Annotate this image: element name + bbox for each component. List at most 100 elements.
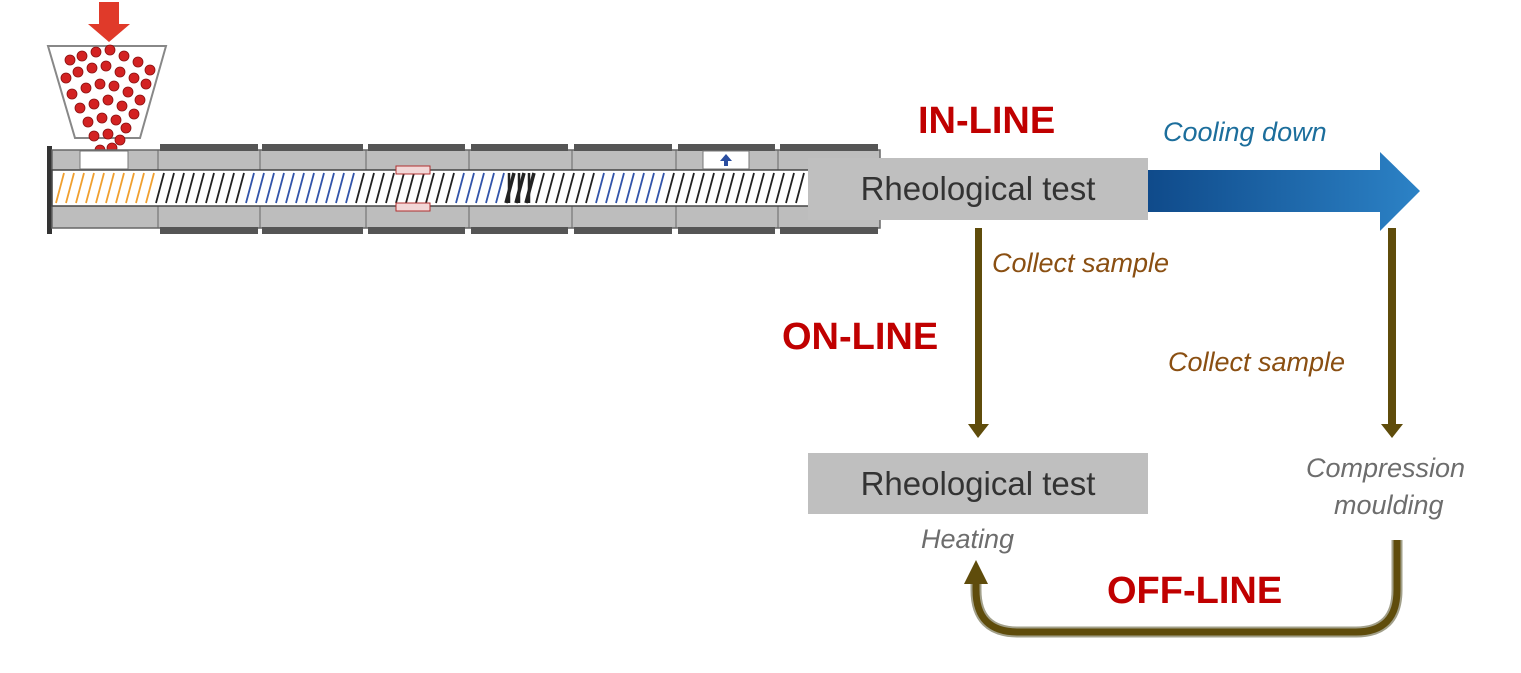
screw-flight xyxy=(755,172,765,204)
barrel-plate xyxy=(471,227,568,234)
pellet xyxy=(108,80,120,92)
screw-flight xyxy=(685,172,695,204)
screw-flight xyxy=(265,172,275,204)
pellet xyxy=(104,44,116,56)
pellet xyxy=(80,82,92,94)
pellet xyxy=(116,100,128,112)
screw-flight xyxy=(195,172,205,204)
pellet xyxy=(88,98,100,110)
barrel-plate xyxy=(780,144,878,151)
feed-arrow-icon xyxy=(88,2,130,42)
barrel-plate xyxy=(368,144,465,151)
screw-flight xyxy=(595,172,605,204)
screw-flight xyxy=(185,172,195,204)
screw-flight xyxy=(75,172,85,204)
screw-flight xyxy=(435,172,445,204)
pellet xyxy=(118,50,130,62)
pellet xyxy=(72,66,84,78)
screw-flight xyxy=(215,172,225,204)
barrel-plate xyxy=(678,144,775,151)
pellet xyxy=(122,86,134,98)
pellet xyxy=(82,116,94,128)
screw-flight xyxy=(445,172,455,204)
screw-flight xyxy=(105,172,115,204)
screw-flight xyxy=(135,172,145,204)
screw-flight xyxy=(475,172,485,204)
screw-flight xyxy=(555,172,565,204)
screw-flight xyxy=(205,172,215,204)
screw-flight xyxy=(295,172,305,204)
screw-flight xyxy=(115,172,125,204)
screw-flight xyxy=(95,172,105,204)
pellet xyxy=(110,114,122,126)
screw-flight xyxy=(535,172,545,204)
barrel-plate xyxy=(678,227,775,234)
compression-label-line2: moulding xyxy=(1334,490,1444,520)
barrel-plate xyxy=(574,227,672,234)
screw-flight xyxy=(335,172,345,204)
screw-flight xyxy=(765,172,775,204)
vent-arrow-icon xyxy=(720,154,732,166)
screw-flight xyxy=(635,172,645,204)
pellet xyxy=(64,54,76,66)
screw-flight xyxy=(145,172,155,204)
screw-flight xyxy=(455,172,465,204)
screw-flight xyxy=(665,172,675,204)
screw-flight xyxy=(425,172,435,204)
collect-sample-label-1: Collect sample xyxy=(992,248,1170,278)
screw-flight xyxy=(795,172,805,204)
offline-collect-arrow xyxy=(1381,228,1403,438)
screw-flight xyxy=(55,172,65,204)
cooling-down-label: Cooling down xyxy=(1163,117,1327,147)
screw-flight xyxy=(565,172,575,204)
offline-return-arrow xyxy=(964,540,1403,638)
screw-flight xyxy=(705,172,715,204)
screw-flight xyxy=(785,172,795,204)
online-rheological-test-box: Rheological test xyxy=(808,453,1148,514)
screw-flight xyxy=(175,172,185,204)
pellet xyxy=(94,78,106,90)
barrel-plate xyxy=(574,144,672,151)
collect-sample-label-2: Collect sample xyxy=(1168,347,1346,377)
screw-flight xyxy=(615,172,625,204)
barrel-plate xyxy=(160,144,258,151)
screw-flight xyxy=(415,172,425,204)
pellet xyxy=(100,60,112,72)
compression-label-line1: Compression xyxy=(1306,453,1466,483)
screw-flight xyxy=(405,172,415,204)
screw-flight xyxy=(365,172,375,204)
screw-flight xyxy=(775,172,785,204)
screw-flight xyxy=(245,172,255,204)
screw-flight xyxy=(725,172,735,204)
pellet xyxy=(134,94,146,106)
screw-flight xyxy=(315,172,325,204)
pellet xyxy=(96,112,108,124)
screw-elements xyxy=(55,172,805,204)
screw-flight xyxy=(375,172,385,204)
screw-flight xyxy=(625,172,635,204)
screw-flight xyxy=(645,172,655,204)
pellet xyxy=(114,134,126,146)
extruder-icon xyxy=(47,144,881,234)
screw-flight xyxy=(225,172,235,204)
pellet xyxy=(120,122,132,134)
barrel-plate xyxy=(780,227,878,234)
pellet xyxy=(102,94,114,106)
screw-flight xyxy=(605,172,615,204)
screw-flight xyxy=(155,172,165,204)
screw-flight xyxy=(715,172,725,204)
screw-flight xyxy=(235,172,245,204)
screw-flight xyxy=(165,172,175,204)
screw-flight xyxy=(345,172,355,204)
screw-flight xyxy=(305,172,315,204)
online-collect-arrow xyxy=(968,228,989,438)
screw-flight xyxy=(675,172,685,204)
barrel-plate xyxy=(262,144,363,151)
screw-flight xyxy=(745,172,755,204)
screw-flight xyxy=(355,172,365,204)
screw-flight xyxy=(545,172,555,204)
pellet xyxy=(144,64,156,76)
barrel-plate xyxy=(160,227,258,234)
pellet xyxy=(102,128,114,140)
